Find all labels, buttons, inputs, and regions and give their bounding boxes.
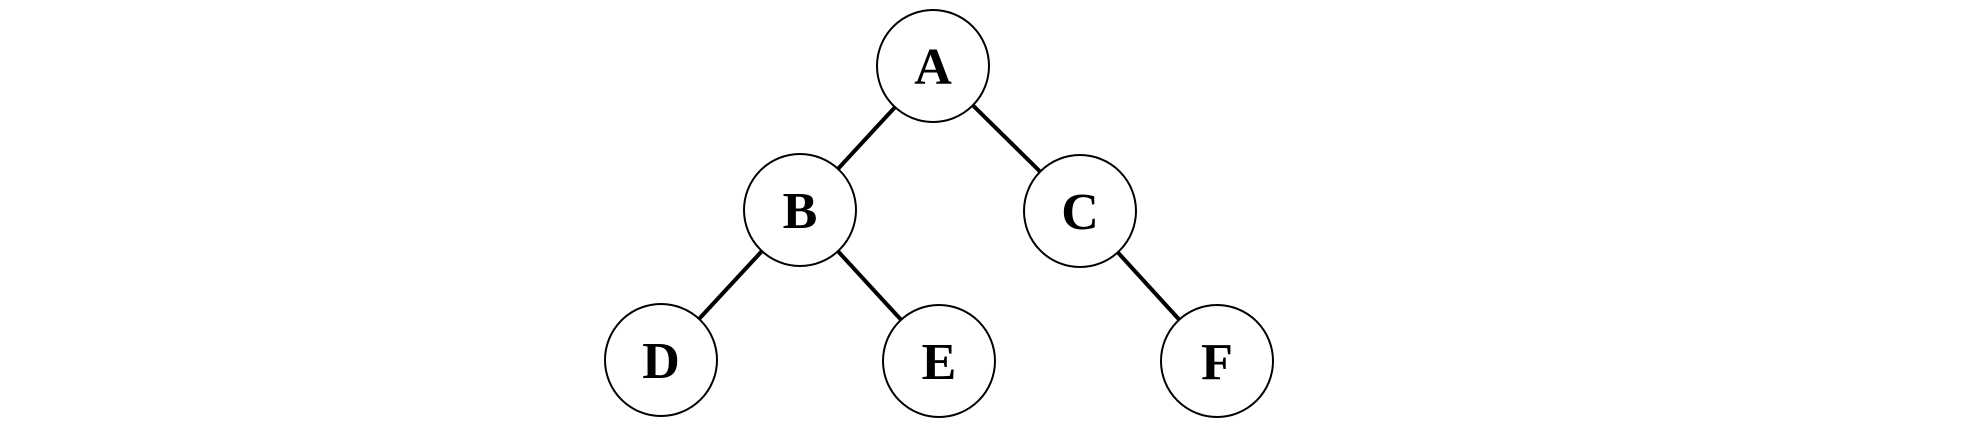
node-C: C [1023,154,1137,268]
node-label-E: E [922,334,957,391]
node-circle-B [743,153,857,267]
node-label-B: B [783,183,818,240]
node-D: D [604,303,718,417]
node-label-A: A [914,39,952,96]
node-circle-D [604,303,718,417]
node-layer: A B C D E F [604,9,1274,418]
node-label-F: F [1201,334,1233,391]
node-circle-C [1023,154,1137,268]
node-E: E [882,304,996,418]
node-label-D: D [642,333,680,390]
node-circle-A [876,9,990,123]
node-B: B [743,153,857,267]
node-label-C: C [1061,184,1099,241]
node-A: A [876,9,990,123]
node-circle-F [1160,304,1274,418]
node-F: F [1160,304,1274,418]
node-circle-E [882,304,996,418]
